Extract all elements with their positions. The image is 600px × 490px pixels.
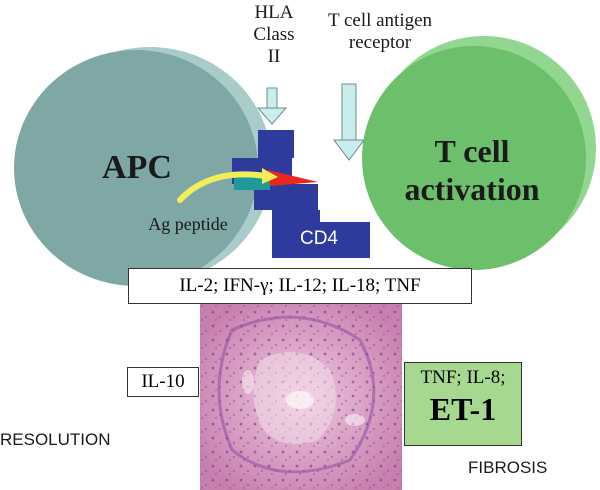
histology-tissue-image [200,304,402,490]
fibrotic-mediators-small: TNF; IL-8; [420,367,506,388]
hla-class-ii-complex [232,130,370,258]
fibrosis-label: FIBROSIS [468,458,548,477]
fibrotic-mediators-big: ET-1 [429,391,497,427]
resolution-label: RESOLUTION [0,430,111,449]
t-cell-label-line1: T cell [434,133,510,169]
t-cell-disc [362,36,596,270]
cytokines-box: IL-2; IFN-γ; IL-12; IL-18; TNF [128,268,472,304]
ag-peptide-wedge [268,170,318,186]
fibrotic-mediators-box: TNF; IL-8; ET-1 [404,362,522,446]
hla-class-ii-label: HLA Class II [253,2,295,67]
t-cell-antigen-receptor-label: T cell antigen receptor [327,10,433,53]
peptide-arrow-icon [177,168,278,203]
ag-peptide-label: Ag peptide [148,214,228,234]
hla-down-arrow-icon [256,87,288,125]
t-cell-activation-label: T cell activation [372,132,572,209]
il10-box: IL-10 [127,367,199,397]
t-cell-label-line2: activation [404,171,540,208]
apc-label: APC [102,149,172,186]
cd4-label: CD4 [299,228,338,249]
tcr-down-arrow-icon [333,83,365,161]
apc-cell-disc [14,47,272,286]
